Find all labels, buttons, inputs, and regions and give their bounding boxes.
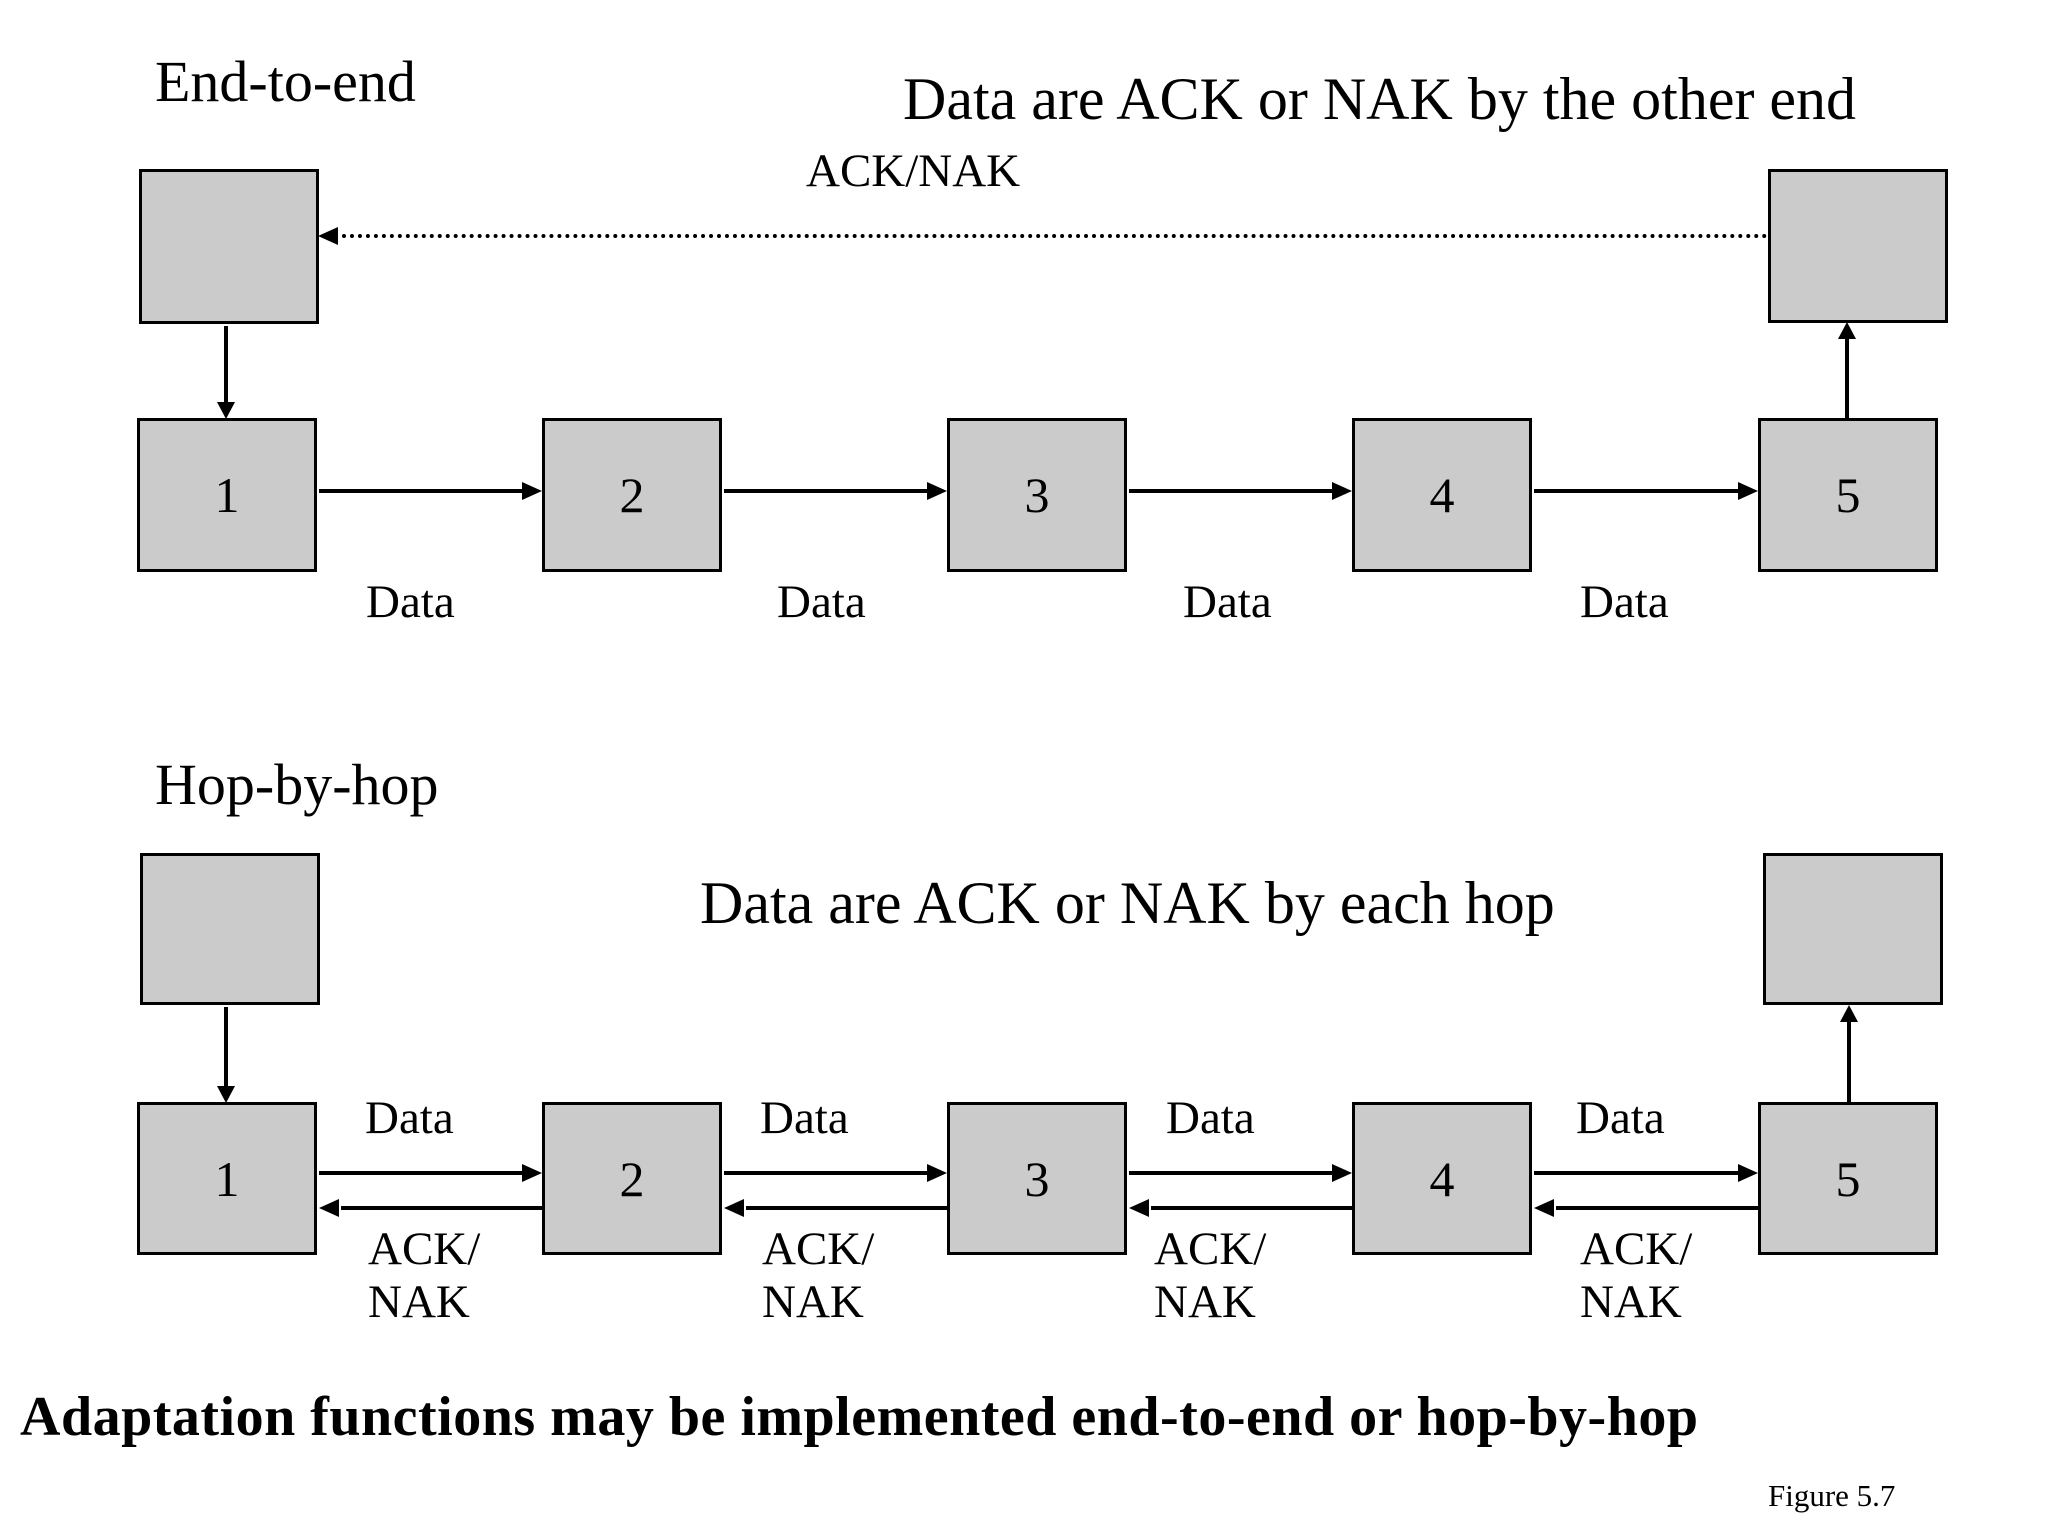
hop-data-label-3: Data <box>1166 1092 1255 1144</box>
hop-data-label-2: Data <box>760 1092 849 1144</box>
e2e-left-end-host-box <box>139 169 319 324</box>
end-to-end-acknak-label: ACK/NAK <box>806 145 1021 197</box>
e2e-node-1: 1 <box>137 418 317 572</box>
e2e-node-5: 5 <box>1758 418 1938 572</box>
e2e-node-2: 2 <box>542 418 722 572</box>
hop-up-arrowhead-icon <box>1840 1005 1858 1022</box>
e2e-data-arrow-line-1 <box>319 489 522 493</box>
hop-data-arrowhead-icon-3 <box>1332 1164 1352 1182</box>
hop-data-arrowhead-icon-4 <box>1738 1164 1758 1182</box>
e2e-data-arrow-line-4 <box>1534 489 1738 493</box>
e2e-data-label-4: Data <box>1580 576 1669 628</box>
e2e-down-arrow-line <box>224 326 228 404</box>
hop-by-hop-heading: Data are ACK or NAK by each hop <box>700 870 1555 936</box>
hop-node-3-label: 3 <box>1024 1150 1050 1207</box>
caption-text: Adaptation functions may be implemented … <box>20 1386 1699 1448</box>
hop-node-4-label: 4 <box>1429 1150 1455 1207</box>
e2e-acknak-arrowhead-icon <box>318 227 338 245</box>
e2e-data-arrowhead-icon-4 <box>1738 482 1758 500</box>
hop-data-arrowhead-icon-1 <box>522 1164 542 1182</box>
e2e-data-arrowhead-icon-2 <box>927 482 947 500</box>
hop-ack-arrowhead-icon-4 <box>1534 1199 1554 1217</box>
hop-data-arrow-line-4 <box>1534 1171 1738 1175</box>
figure-number-label: Figure 5.7 <box>1768 1478 1896 1513</box>
e2e-data-label-2: Data <box>777 576 866 628</box>
hop-ack-arrowhead-icon-2 <box>724 1199 744 1217</box>
e2e-node-1-label: 1 <box>214 467 240 523</box>
hop-node-3: 3 <box>947 1102 1127 1255</box>
end-to-end-heading: Data are ACK or NAK by the other end <box>903 66 1857 132</box>
hop-ack-arrow-line-4 <box>1556 1206 1758 1210</box>
hop-ack-arrow-line-3 <box>1151 1206 1352 1210</box>
e2e-data-arrow-line-2 <box>724 489 927 493</box>
hop-data-label-4: Data <box>1576 1092 1665 1144</box>
e2e-up-arrowhead-icon <box>1838 322 1856 339</box>
e2e-node-3-label: 3 <box>1024 467 1050 523</box>
hop-ack-arrowhead-icon-3 <box>1129 1199 1149 1217</box>
hop-node-5-label: 5 <box>1835 1150 1861 1207</box>
end-to-end-title: End-to-end <box>155 49 416 114</box>
hop-down-arrowhead-icon <box>217 1086 235 1103</box>
e2e-node-5-label: 5 <box>1835 467 1861 523</box>
e2e-node-3: 3 <box>947 418 1127 572</box>
hop-data-arrowhead-icon-2 <box>927 1164 947 1182</box>
hop-node-1-label: 1 <box>214 1150 240 1207</box>
hop-node-2: 2 <box>542 1102 722 1255</box>
e2e-data-arrow-line-3 <box>1129 489 1332 493</box>
hop-up-arrow-line <box>1847 1021 1851 1103</box>
hop-node-1: 1 <box>137 1102 317 1255</box>
e2e-up-arrow-line <box>1845 338 1849 422</box>
e2e-data-arrowhead-icon-1 <box>522 482 542 500</box>
hop-ack-arrow-line-2 <box>746 1206 947 1210</box>
e2e-node-4-label: 4 <box>1429 467 1455 523</box>
e2e-data-label-3: Data <box>1183 576 1272 628</box>
hop-left-end-host-box <box>140 853 320 1005</box>
e2e-right-end-host-box <box>1768 169 1948 323</box>
hop-acknak-label-4: ACK/ NAK <box>1580 1223 1693 1328</box>
hop-data-label-1: Data <box>365 1092 454 1144</box>
hop-ack-arrow-line-1 <box>341 1206 542 1210</box>
hop-down-arrow-line <box>224 1007 228 1087</box>
hop-acknak-label-3: ACK/ NAK <box>1154 1223 1267 1328</box>
hop-node-2-label: 2 <box>619 1150 645 1207</box>
hop-ack-arrowhead-icon-1 <box>319 1199 339 1217</box>
hop-node-5: 5 <box>1758 1102 1938 1255</box>
e2e-node-2-label: 2 <box>619 467 645 523</box>
hop-by-hop-title: Hop-by-hop <box>155 752 439 817</box>
e2e-acknak-dotted-line <box>342 234 1768 238</box>
e2e-data-label-1: Data <box>366 576 455 628</box>
hop-data-arrow-line-1 <box>319 1171 522 1175</box>
hop-acknak-label-2: ACK/ NAK <box>762 1223 875 1328</box>
e2e-data-arrowhead-icon-3 <box>1332 482 1352 500</box>
e2e-node-4: 4 <box>1352 418 1532 572</box>
hop-data-arrow-line-3 <box>1129 1171 1332 1175</box>
e2e-down-arrowhead-icon <box>217 402 235 419</box>
hop-right-end-host-box <box>1763 853 1943 1005</box>
hop-node-4: 4 <box>1352 1102 1532 1255</box>
hop-data-arrow-line-2 <box>724 1171 927 1175</box>
hop-acknak-label-1: ACK/ NAK <box>368 1223 481 1328</box>
